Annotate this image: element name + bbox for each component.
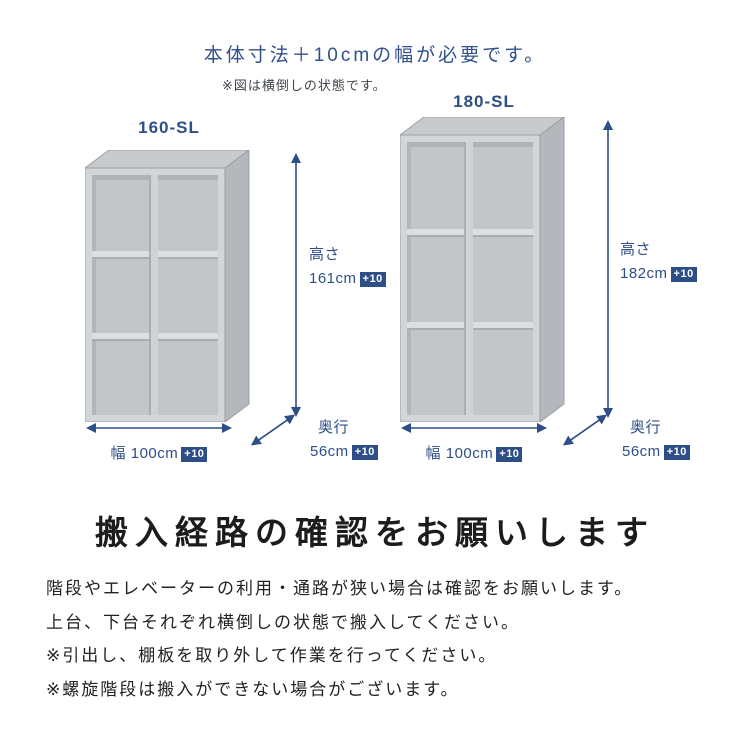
note-line: 階段やエレベーターの利用・通路が狭い場合は確認をお願いします。 xyxy=(46,579,634,598)
depth-value: 56cm xyxy=(622,443,661,460)
note-line: ※引出し、棚板を取り外して作業を行ってください。 xyxy=(46,646,498,665)
model-label-160sl: 160-SL xyxy=(138,118,200,137)
height-dimension-160sl: 高さ 161cm+10 xyxy=(309,243,386,291)
height-label: 高さ xyxy=(309,246,341,263)
width-dimension-180sl: 幅 100cm+10 xyxy=(389,442,559,466)
width-value: 100cm xyxy=(130,445,179,462)
plus10-badge: +10 xyxy=(663,445,690,460)
depth-dimension-180sl: 奥行 56cm+10 xyxy=(622,416,690,464)
depth-label: 奥行 xyxy=(318,419,350,436)
carry-in-notes: 階段やエレベーターの利用・通路が狭い場合は確認をお願いします。 上台、下台それぞ… xyxy=(46,572,726,706)
orientation-note: ※図は横倒しの状態です。 xyxy=(222,78,387,93)
width-label: 幅 xyxy=(425,445,442,462)
width-arrow-160sl xyxy=(86,423,232,433)
height-dimension-180sl: 高さ 182cm+10 xyxy=(620,238,697,286)
plus10-badge: +10 xyxy=(181,447,208,462)
plus10-badge: +10 xyxy=(670,267,697,282)
depth-value: 56cm xyxy=(310,443,349,460)
width-dimension-160sl: 幅 100cm+10 xyxy=(74,442,244,466)
height-arrow-180sl xyxy=(603,120,613,418)
plus10-badge: +10 xyxy=(496,447,523,462)
cabinet-illustration-180sl xyxy=(400,117,565,422)
size-requirement-title: 本体寸法＋10cmの幅が必要です。 xyxy=(203,45,547,66)
width-value: 100cm xyxy=(445,445,494,462)
height-arrow-160sl xyxy=(291,153,301,417)
note-line: 上台、下台それぞれ横倒しの状態で搬入してください。 xyxy=(46,612,520,632)
height-value: 182cm xyxy=(620,265,668,282)
plus10-badge: +10 xyxy=(359,272,386,287)
depth-dimension-160sl: 奥行 56cm+10 xyxy=(310,416,378,464)
depth-arrow-160sl xyxy=(250,414,296,446)
depth-label: 奥行 xyxy=(630,419,662,436)
model-label-180sl: 180-SL xyxy=(453,92,515,111)
width-label: 幅 xyxy=(110,445,127,462)
height-value: 161cm xyxy=(309,270,357,287)
carry-in-heading: 搬入経路の確認をお願いします xyxy=(95,516,655,552)
plus10-badge: +10 xyxy=(351,445,378,460)
height-label: 高さ xyxy=(620,241,652,258)
width-arrow-180sl xyxy=(401,423,547,433)
cabinet-illustration-160sl xyxy=(85,150,250,422)
note-line: ※螺旋階段は搬入ができない場合がございます。 xyxy=(46,679,460,699)
depth-arrow-180sl xyxy=(562,414,608,446)
